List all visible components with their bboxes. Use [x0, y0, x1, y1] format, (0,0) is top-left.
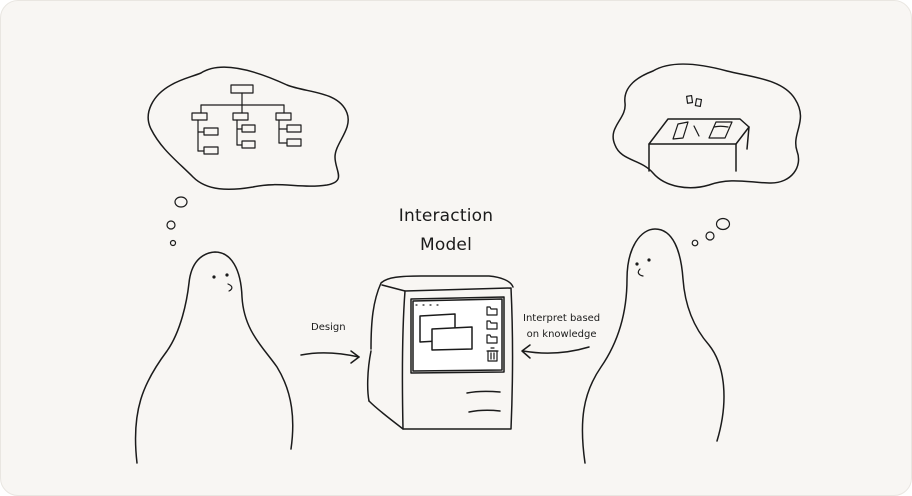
designer-figure: [134, 251, 294, 464]
designer-thought-dots: [166, 196, 188, 247]
interpret-label: Interpret based on knowledge: [523, 311, 600, 343]
user-eye-right: [647, 258, 651, 262]
interpret-label-line-1: Interpret based: [523, 313, 601, 324]
designer-eye-right: [225, 273, 229, 277]
disk-slot-bottom: [468, 409, 501, 413]
computer: [366, 275, 514, 430]
designer-nose: [227, 283, 233, 292]
trash-icon: [486, 347, 499, 362]
user-figure: [581, 228, 725, 464]
window-front: [431, 326, 473, 351]
user-thought-bubble: [612, 63, 802, 189]
designer-thought-bubble: [147, 66, 349, 191]
design-label: Design: [311, 322, 346, 333]
disk-slot-top: [466, 390, 501, 394]
user-eye-left: [635, 262, 639, 266]
folder-icon: [486, 334, 498, 344]
desk-with-papers-icon: [648, 95, 750, 172]
interpret-arrow: [521, 344, 590, 359]
title-line-1: Interaction: [398, 206, 494, 226]
title-line-2: Model: [419, 235, 473, 255]
user-nose: [637, 268, 644, 277]
folder-icon: [486, 306, 498, 316]
user-thought-dots: [691, 217, 731, 247]
folder-icon: [486, 320, 498, 330]
hierarchy-diagram-icon: [191, 84, 302, 155]
design-arrow: [300, 350, 360, 364]
designer-eye-left: [212, 275, 216, 279]
interpret-label-line-2: on knowledge: [526, 329, 597, 340]
